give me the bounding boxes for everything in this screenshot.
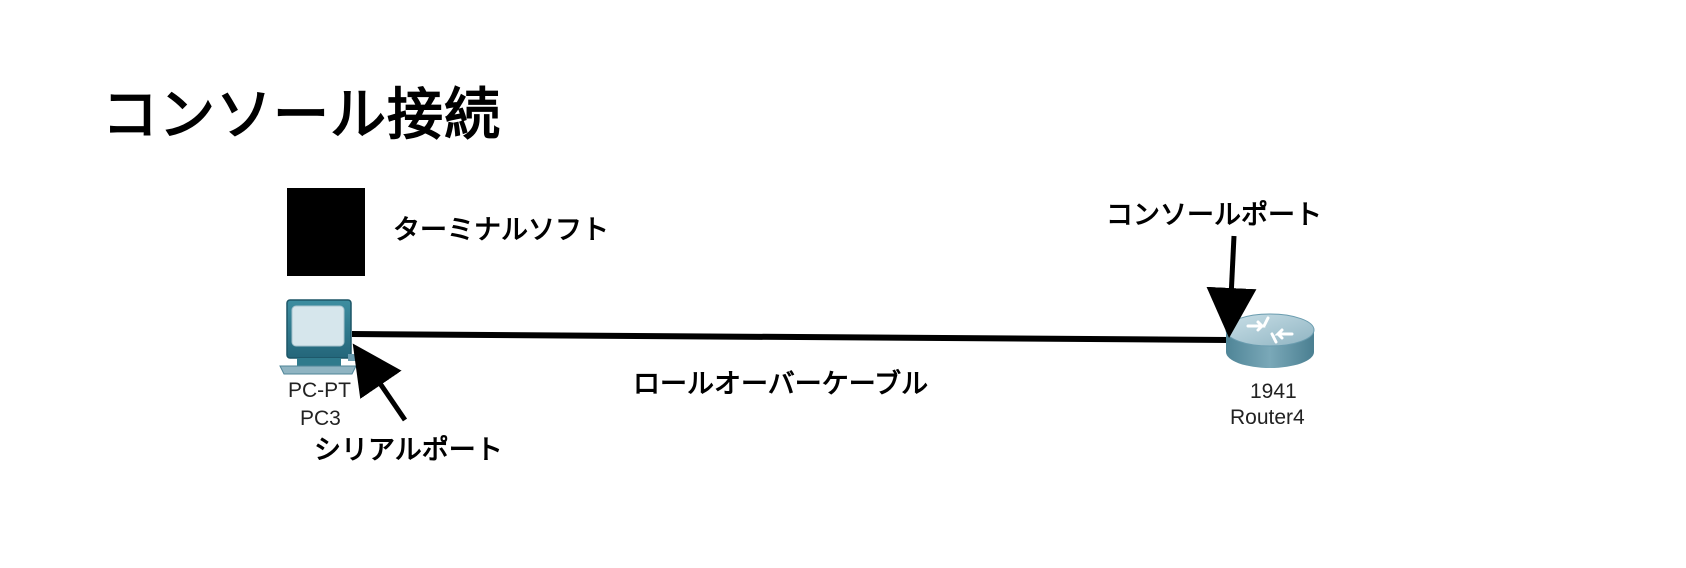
pc-name-label: PC3 — [300, 407, 341, 430]
serial-port-label: シリアルポート — [314, 435, 503, 466]
pc-model-label: PC-PT — [288, 379, 351, 402]
terminal-software-label: ターミナルソフト — [393, 215, 609, 246]
page-title: コンソール接続 — [102, 83, 501, 148]
terminal-window-icon — [287, 188, 365, 276]
rollover-cable-line — [351, 331, 1229, 343]
router-model-label: 1941 — [1250, 380, 1297, 403]
rollover-cable-label: ロールオーバーケーブル — [633, 369, 929, 400]
desktop-computer-icon — [279, 299, 358, 375]
console-port-label: コンソールポート — [1106, 200, 1322, 231]
serial-port-arrow — [352, 343, 408, 422]
console-port-arrow — [1206, 235, 1257, 338]
router-name-label: Router4 — [1230, 406, 1305, 429]
router-icon — [1225, 313, 1315, 368]
